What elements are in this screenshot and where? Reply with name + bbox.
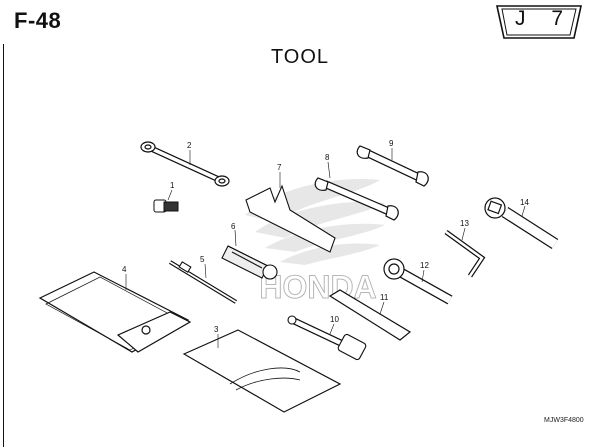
part-11-drawing bbox=[328, 289, 412, 341]
part-10-drawing bbox=[287, 315, 367, 361]
callout-3: 3 bbox=[214, 325, 219, 334]
part-13-drawing bbox=[444, 229, 486, 278]
part-3-drawing bbox=[182, 329, 342, 413]
part-5-drawing bbox=[168, 260, 238, 304]
page-border bbox=[3, 44, 4, 447]
part-14-drawing bbox=[484, 197, 559, 250]
diagram-code: MJW3F4800 bbox=[544, 417, 584, 424]
callout-8: 8 bbox=[325, 153, 330, 162]
callout-7: 7 bbox=[277, 163, 282, 172]
callout-2: 2 bbox=[187, 141, 192, 150]
callout-1: 1 bbox=[170, 181, 175, 190]
part-6-drawing bbox=[221, 245, 278, 280]
part-1-drawing bbox=[153, 199, 179, 213]
part-7-drawing bbox=[245, 184, 336, 253]
callout-5: 5 bbox=[200, 255, 205, 264]
honda-wordmark: HONDA bbox=[259, 269, 376, 305]
callout-6: 6 bbox=[231, 222, 236, 231]
part-2-drawing bbox=[140, 141, 230, 187]
section-title: TOOL bbox=[270, 46, 330, 68]
callout-13: 13 bbox=[460, 219, 469, 228]
callout-9: 9 bbox=[389, 139, 394, 148]
callout-4: 4 bbox=[122, 265, 127, 274]
part-9-drawing bbox=[356, 145, 429, 187]
section-badge: J 7 bbox=[494, 4, 584, 40]
callout-12: 12 bbox=[420, 261, 429, 270]
callout-14: 14 bbox=[520, 198, 529, 207]
page-id: F-48 bbox=[14, 8, 62, 33]
callout-10: 10 bbox=[330, 315, 339, 324]
part-12-drawing bbox=[383, 258, 453, 305]
callout-11: 11 bbox=[380, 293, 389, 302]
part-4-drawing bbox=[38, 271, 192, 353]
badge-label: J 7 bbox=[514, 7, 573, 30]
part-8-drawing bbox=[314, 177, 399, 221]
